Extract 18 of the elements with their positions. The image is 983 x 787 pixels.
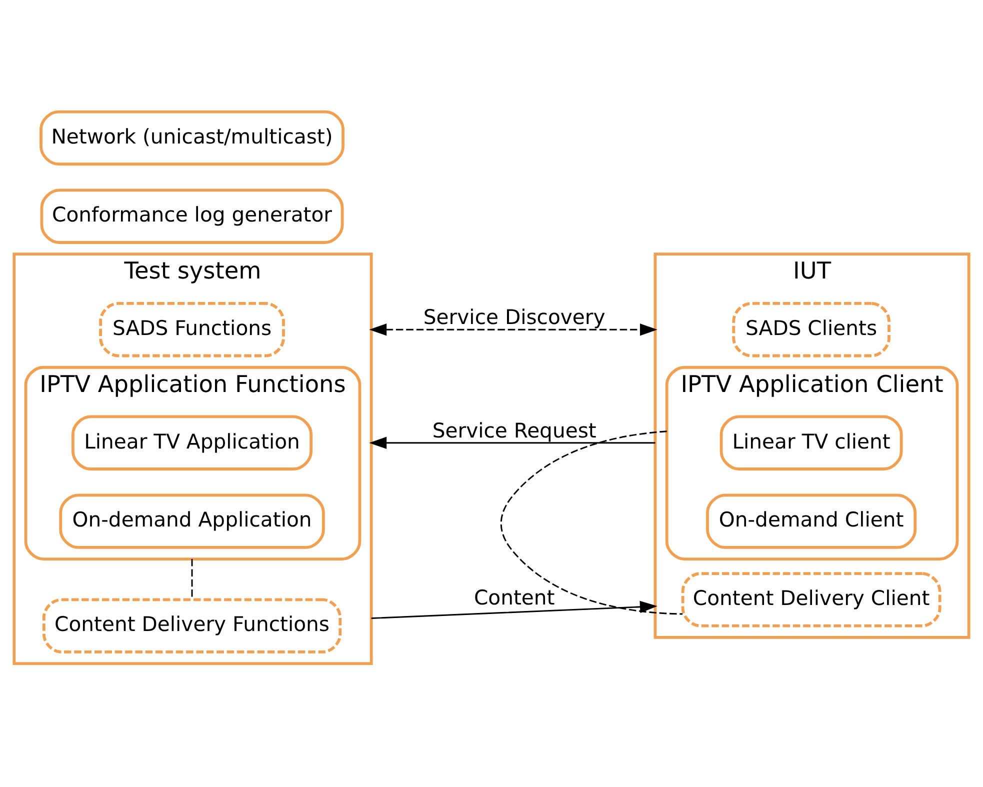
node-box: SADS Functions	[99, 302, 285, 358]
connector	[191, 559, 193, 600]
node-box: Linear TV Application	[72, 415, 313, 470]
node-box: Content Delivery Client	[681, 572, 942, 628]
node-box: On-demand Application	[59, 494, 325, 549]
edge-label: Service Discovery	[423, 305, 606, 330]
node-box: Content Delivery Functions	[42, 598, 342, 654]
node-box: On-demand Client	[706, 494, 917, 549]
edge-label: Content	[474, 585, 555, 610]
node-box: Conformance log generator	[40, 188, 344, 244]
node-box: SADS Clients	[732, 302, 890, 358]
edge-label: Service Request	[432, 418, 596, 442]
arrow	[369, 324, 658, 336]
connector	[500, 430, 683, 615]
arrow	[369, 436, 656, 449]
node-box: Network (unicast/multicast)	[40, 110, 344, 166]
node-box: Linear TV client	[720, 415, 903, 470]
arrow	[371, 600, 658, 619]
